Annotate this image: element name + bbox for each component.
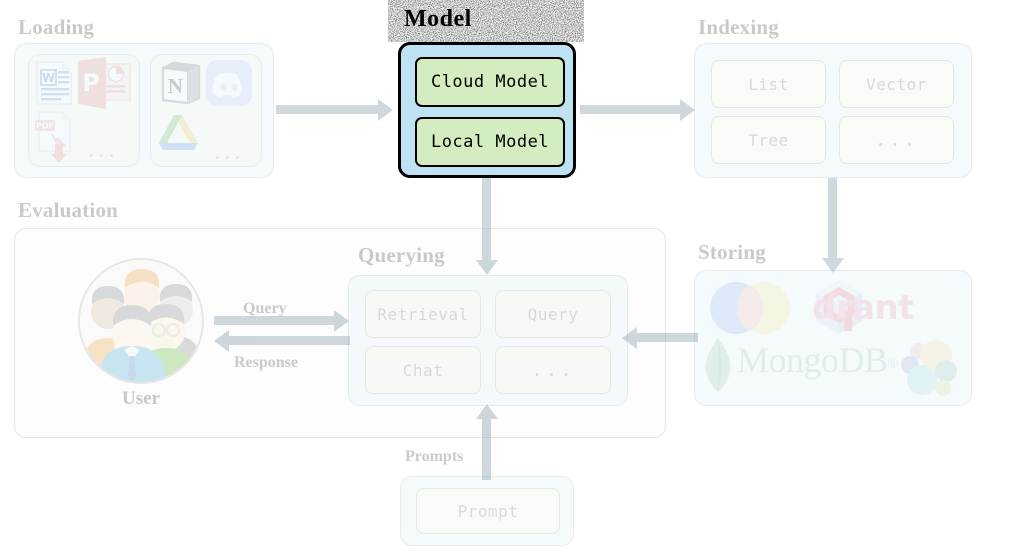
pdf-icon: PDF [35,111,71,162]
edge-label-prompts: Prompts [405,448,464,465]
chroma-logo [710,282,790,334]
edge-label-query: Query [243,300,287,317]
edge-label-response: Response [234,354,299,371]
arrow-indexing-to-storing [822,178,844,274]
section-label-querying: Querying [358,243,445,267]
subpanel-documents[interactable] [28,54,140,167]
section-label-storing: Storing [698,240,766,264]
svg-text:W: W [42,71,55,85]
svg-text:P: P [82,69,100,97]
svg-text:PDF: PDF [36,122,54,131]
user-avatar [78,258,204,384]
arrow-querying-to-user [214,330,350,352]
mongodb-wordmark: MongoDB® [737,339,898,381]
prompts-cell-prompt[interactable]: Prompt [416,488,560,534]
panel-querying[interactable]: Retrieval Query Chat ... [348,275,628,406]
arrow-prompts-to-querying [476,404,498,480]
panel-loading[interactable] [14,43,274,178]
panel-model[interactable]: Cloud Model Local Model [398,42,576,178]
qdrant-wordmark: drant [812,288,915,328]
indexing-cell-list[interactable]: List [711,60,826,108]
querying-cell-retrieval[interactable]: Retrieval [365,290,481,338]
querying-cell-chat[interactable]: Chat [365,346,481,394]
user-label: User [122,388,160,409]
section-label-loading: Loading [18,15,95,39]
panel-prompts[interactable]: Prompt [400,476,574,546]
arrow-storing-to-querying [622,327,698,349]
indexing-cell-tree[interactable]: Tree [711,116,826,164]
section-label-indexing: Indexing [698,15,779,39]
svg-text:N: N [168,74,183,98]
model-highlight-texture [388,0,584,42]
indexing-cell-more[interactable]: ... [839,116,954,164]
word-icon: W [36,61,72,105]
querying-cell-query[interactable]: Query [495,290,611,338]
arrow-user-to-querying [214,310,350,332]
mongodb-registered-mark: ® [887,357,899,372]
section-label-evaluation: Evaluation [18,198,119,222]
qdrant-logo [816,280,862,334]
subpanel-apps[interactable] [150,54,262,167]
powerpoint-icon: P [78,57,131,109]
panel-storing[interactable] [694,270,972,406]
section-label-model: Model [404,6,472,32]
google-drive-icon [159,115,198,150]
querying-cell-more[interactable]: ... [495,346,611,394]
indexing-cell-vector[interactable]: Vector [839,60,954,108]
arrow-model-to-indexing [580,99,698,121]
arrow-model-to-querying [476,178,498,276]
notion-icon: N [161,61,201,105]
elasticsearch-logo [901,340,957,396]
discord-icon [206,60,252,106]
model-cell-local[interactable]: Local Model [415,117,565,167]
model-cell-cloud[interactable]: Cloud Model [415,57,565,107]
loading-documents-more: ... [88,138,118,163]
arrow-loading-to-model [276,99,394,121]
mongodb-leaf-icon [705,338,731,392]
panel-indexing[interactable]: List Vector Tree ... [694,43,972,178]
mongodb-wordmark-text: MongoDB [737,340,888,380]
loading-apps-more: ... [214,140,244,165]
